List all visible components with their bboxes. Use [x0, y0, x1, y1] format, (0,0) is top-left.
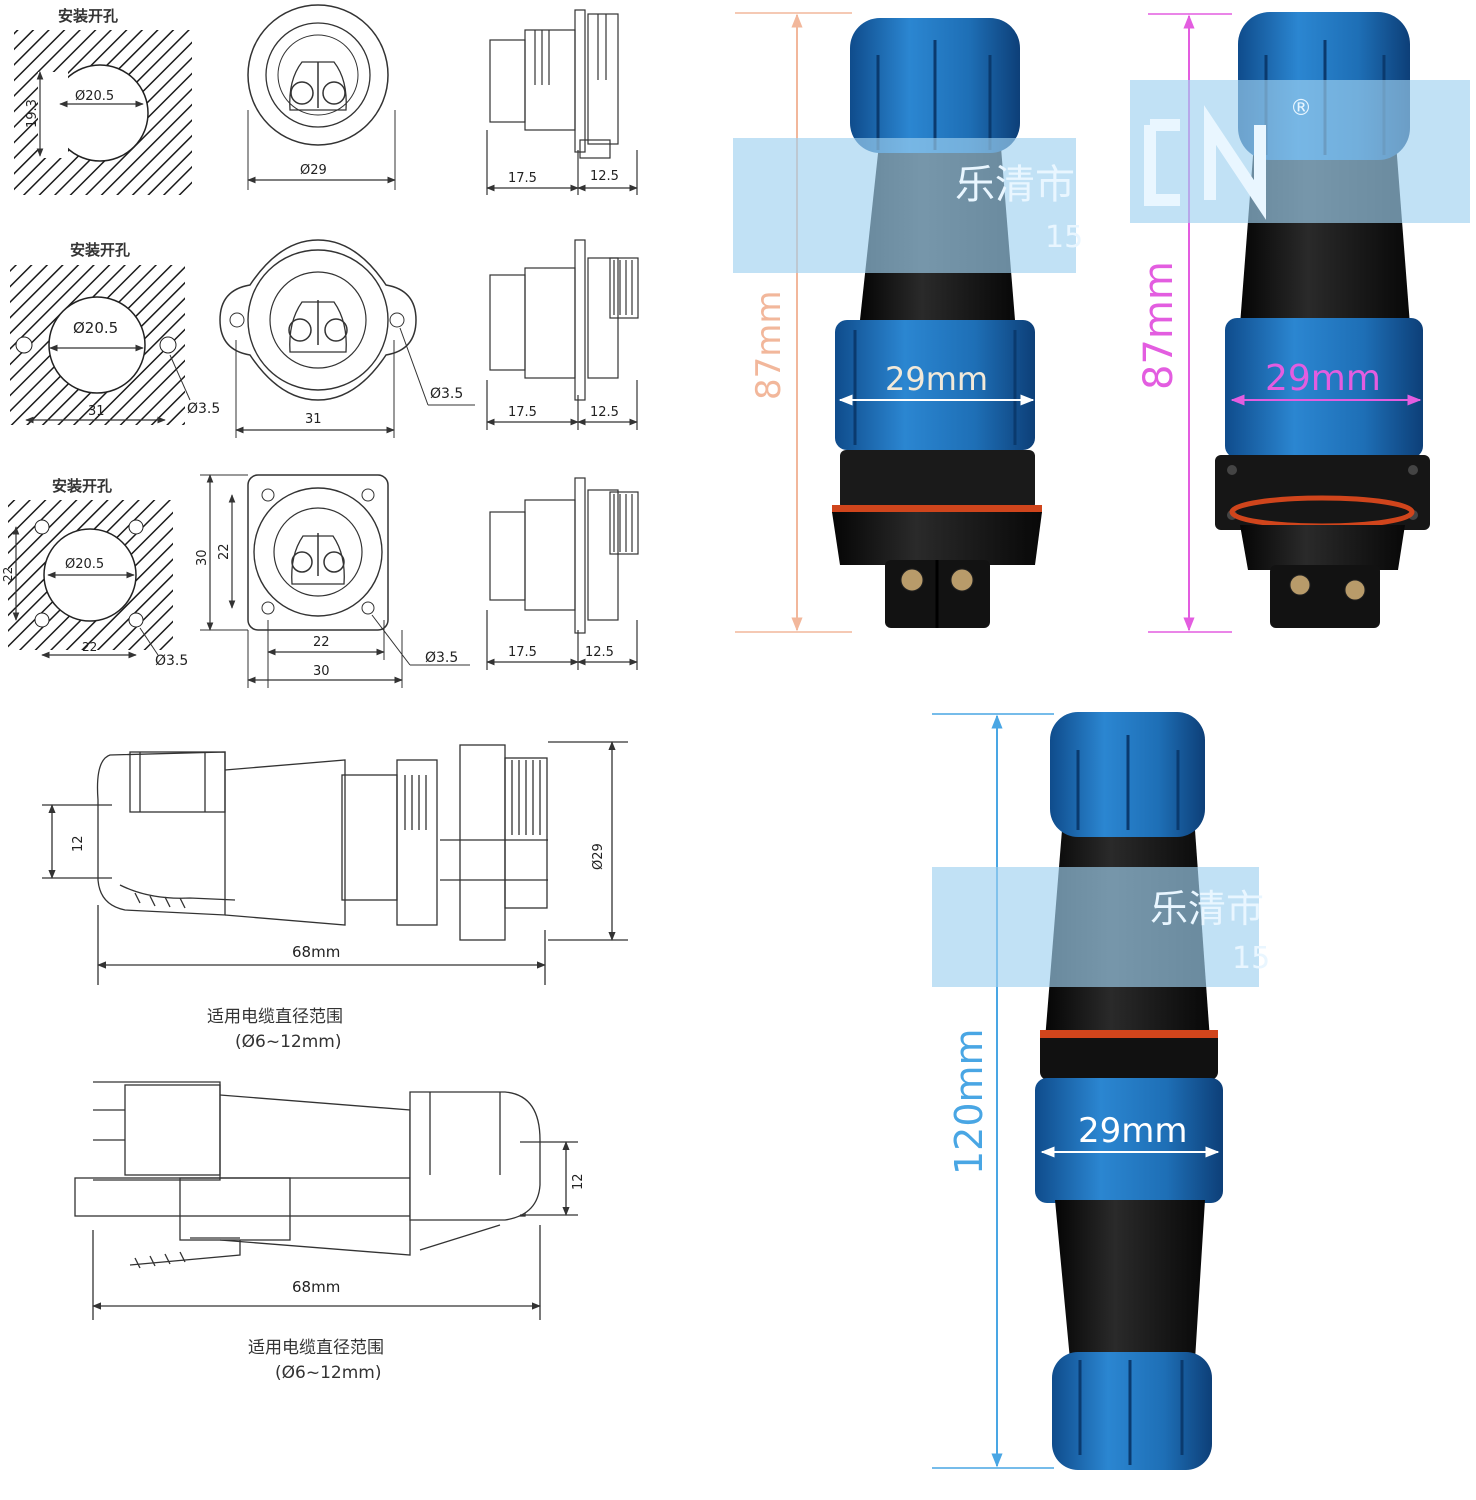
front-width-label: 31: [305, 412, 322, 427]
cable-label: 12: [71, 835, 86, 852]
height-outer-label: 30: [195, 549, 210, 566]
spacing-label: 31: [88, 404, 105, 419]
width-label: 29mm: [885, 360, 988, 398]
square-panel-drawing: 安装开孔 Ø20.5 22 22 Ø3.5: [1, 474, 639, 688]
side-view-square: [486, 477, 639, 670]
photo-round-connector: 87mm 29mm 乐清市 15: [733, 12, 1083, 633]
side-b-label: 12.5: [590, 405, 619, 420]
front-screw-hole-label: Ø3.5: [430, 386, 463, 402]
length-label: 68mm: [292, 943, 340, 961]
hole-dia-label: Ø20.5: [65, 557, 104, 572]
flat-cut: [38, 72, 68, 158]
height-inner-label: 22: [217, 543, 232, 560]
diameter-label: Ø29: [591, 843, 606, 870]
cable-range-note: 适用电缆直径范围: [248, 1338, 384, 1358]
spacing-h-label: 22: [82, 640, 97, 654]
watermark-registered: ®: [1290, 96, 1312, 121]
height-label: 87mm: [749, 290, 789, 400]
cutout-title: 安装开孔: [58, 7, 118, 25]
side-a-label: 17.5: [508, 171, 537, 186]
cable-range-value: (Ø6~12mm): [235, 1032, 341, 1052]
front-dia-label: Ø29: [300, 163, 327, 178]
watermark-number: 15: [1232, 941, 1270, 976]
front-screw-hole-label: Ø3.5: [425, 650, 458, 666]
watermark-logo: [1144, 105, 1266, 220]
width-inner-label: 22: [313, 635, 330, 650]
cable-range-note: 适用电缆直径范围: [207, 1007, 343, 1027]
watermark-text: 乐清市: [955, 162, 1075, 208]
side-a-label: 17.5: [508, 645, 537, 660]
spacing-v-label: 22: [1, 567, 15, 582]
watermark-band: [733, 138, 1076, 273]
screw-hole-label: Ø3.5: [187, 401, 220, 417]
socket-side-drawing: 12 68mm 适用电缆直径范围 (Ø6~12mm): [74, 1081, 586, 1383]
side-b-label: 12.5: [585, 645, 614, 660]
front-view-round: Ø29: [247, 4, 396, 190]
photo-inline-connector: 120mm 29mm 乐清市 15: [932, 712, 1270, 1470]
width-outer-label: 30: [313, 664, 330, 679]
panel-hole: [48, 296, 146, 394]
length-label: 68mm: [292, 1278, 340, 1296]
height-label: 120mm: [947, 1028, 991, 1175]
cutout-title: 安装开孔: [70, 241, 130, 259]
watermark-number: 15: [1045, 220, 1083, 255]
watermark-band: [932, 867, 1259, 987]
side-b-label: 12.5: [590, 169, 619, 184]
front-view-square: [200, 474, 470, 688]
side-a-label: 17.5: [508, 405, 537, 420]
side-view-flange: [486, 239, 639, 430]
round-panel-drawing: 安装开孔 Ø20.5 19.3 Ø29: [14, 4, 638, 195]
front-view-flange: [219, 239, 475, 438]
flange-panel-drawing: 安装开孔 Ø20.5 31 Ø3.5 31 Ø3.5: [10, 239, 639, 438]
width-label: 29mm: [1265, 358, 1381, 399]
plug-side-drawing: 12 Ø29 68mm 适用电缆直径范围 (Ø6~12mm): [42, 741, 628, 1052]
cutout-title: 安装开孔: [52, 477, 112, 495]
cable-label: 12: [571, 1173, 586, 1190]
side-view-round: [486, 9, 638, 195]
watermark-text: 乐清市: [1150, 887, 1264, 931]
height-label: 87mm: [1136, 261, 1182, 390]
hole-dia-label: Ø20.5: [75, 89, 114, 104]
hole-dia-label: Ø20.5: [73, 319, 118, 337]
watermark-band: [1130, 80, 1470, 223]
photo-square-connector: 87mm 29mm ®: [1130, 12, 1470, 633]
width-label: 29mm: [1078, 1111, 1188, 1151]
flat-label: 19.3: [25, 99, 40, 128]
cable-range-value: (Ø6~12mm): [275, 1363, 381, 1383]
screw-hole-label: Ø3.5: [155, 653, 188, 669]
